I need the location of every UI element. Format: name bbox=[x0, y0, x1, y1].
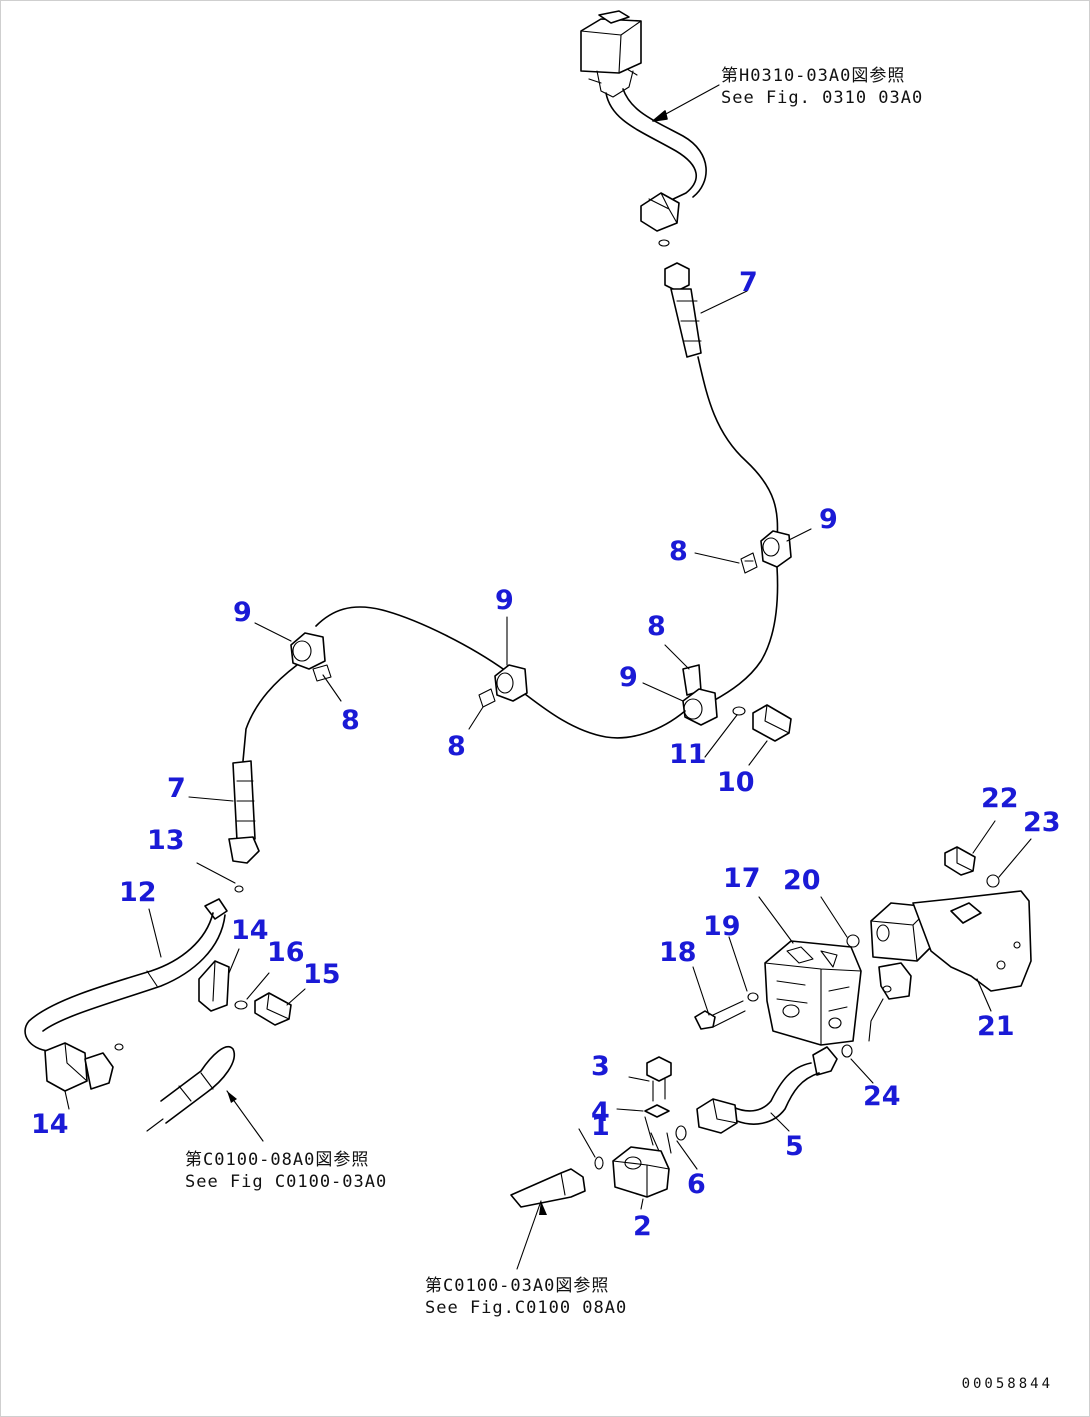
clip-14-and-bolt-15 bbox=[198, 960, 292, 1026]
bolt-3 bbox=[644, 1056, 672, 1118]
part-label-6: 6 bbox=[687, 1169, 706, 1200]
clamp-9-left bbox=[290, 632, 332, 682]
block-2 bbox=[594, 1132, 672, 1198]
part-label-8-left: 8 bbox=[341, 705, 360, 736]
part-label-7-upper: 7 bbox=[739, 267, 758, 298]
part-label-14-upper: 14 bbox=[231, 915, 269, 946]
tube-7-upper bbox=[664, 262, 702, 358]
part-label-9-left: 9 bbox=[233, 597, 252, 628]
part-label-17: 17 bbox=[723, 863, 761, 894]
part-label-11: 11 bbox=[669, 739, 707, 770]
top-hose bbox=[605, 92, 697, 202]
reference-note-bottom-jp: 第C0100-03A0図参照 bbox=[425, 1276, 610, 1296]
part-label-4: 4 bbox=[591, 1097, 610, 1128]
part-label-16: 16 bbox=[267, 937, 305, 968]
left-reference-hose bbox=[146, 1046, 264, 1142]
reference-note-bottom-en: See Fig.C0100 08A0 bbox=[425, 1298, 628, 1318]
bolt-22-washer-23 bbox=[944, 846, 1000, 888]
bolt-18 bbox=[694, 992, 759, 1030]
fitting-14-lower bbox=[44, 1042, 124, 1092]
hose-5 bbox=[675, 1046, 838, 1141]
part-label-21: 21 bbox=[977, 1011, 1015, 1042]
part-label-14-lower: 14 bbox=[31, 1109, 69, 1140]
part-label-9-lower-right: 9 bbox=[619, 662, 638, 693]
leader-lines bbox=[64, 290, 1032, 1170]
part-label-12: 12 bbox=[119, 877, 157, 908]
hose-12 bbox=[24, 898, 228, 1052]
valve-17 bbox=[764, 934, 862, 1046]
clamp-9-middle bbox=[478, 664, 528, 708]
part-label-2: 2 bbox=[633, 1211, 652, 1242]
part-label-3: 3 bbox=[591, 1051, 610, 1082]
part-label-15: 15 bbox=[303, 959, 341, 990]
part-label-5: 5 bbox=[785, 1131, 804, 1162]
reference-note-left-en: See Fig C0100-03A0 bbox=[185, 1172, 388, 1192]
reference-note-top-jp: 第H0310-03A0図参照 bbox=[721, 66, 906, 86]
reference-note-bottom: 第C0100-03A0図参照 See Fig.C0100 08A0 bbox=[425, 1275, 627, 1319]
part-label-1: 1 bbox=[591, 1111, 610, 1142]
part-label-19: 19 bbox=[703, 911, 741, 942]
part-label-8-middle: 8 bbox=[447, 731, 466, 762]
part-label-18: 18 bbox=[659, 937, 697, 968]
part-label-9-right: 9 bbox=[819, 504, 838, 535]
reference-note-left-jp: 第C0100-08A0図参照 bbox=[185, 1150, 370, 1170]
top-valve-assembly bbox=[580, 10, 642, 98]
tube-7-lower bbox=[228, 760, 260, 864]
part-label-23: 23 bbox=[1023, 807, 1061, 838]
part-label-9-middle: 9 bbox=[495, 585, 514, 616]
part-label-20: 20 bbox=[783, 865, 821, 896]
hose-middle bbox=[520, 690, 686, 739]
reference-note-left: 第C0100-08A0図参照 See Fig C0100-03A0 bbox=[185, 1149, 387, 1193]
part-label-8-lower-right: 8 bbox=[647, 611, 666, 642]
part-label-24: 24 bbox=[863, 1081, 901, 1112]
clamp-9-right bbox=[760, 530, 792, 568]
part-label-8-right: 8 bbox=[669, 536, 688, 567]
reference-note-top-en: See Fig. 0310 03A0 bbox=[721, 88, 924, 108]
hose-upper-right bbox=[697, 356, 779, 542]
clamp-group-lower-right bbox=[682, 664, 792, 742]
part-label-7-lower: 7 bbox=[167, 773, 186, 804]
part-label-22: 22 bbox=[981, 783, 1019, 814]
reference-note-top: 第H0310-03A0図参照 See Fig. 0310 03A0 bbox=[721, 65, 923, 109]
bottom-reference-hose bbox=[510, 1168, 586, 1270]
valve-bracket-21 bbox=[870, 890, 1032, 1000]
part-label-10: 10 bbox=[717, 767, 755, 798]
top-hose-fitting bbox=[640, 192, 680, 247]
drawing-number: 00058844 bbox=[961, 1376, 1053, 1392]
part-label-13: 13 bbox=[147, 825, 185, 856]
